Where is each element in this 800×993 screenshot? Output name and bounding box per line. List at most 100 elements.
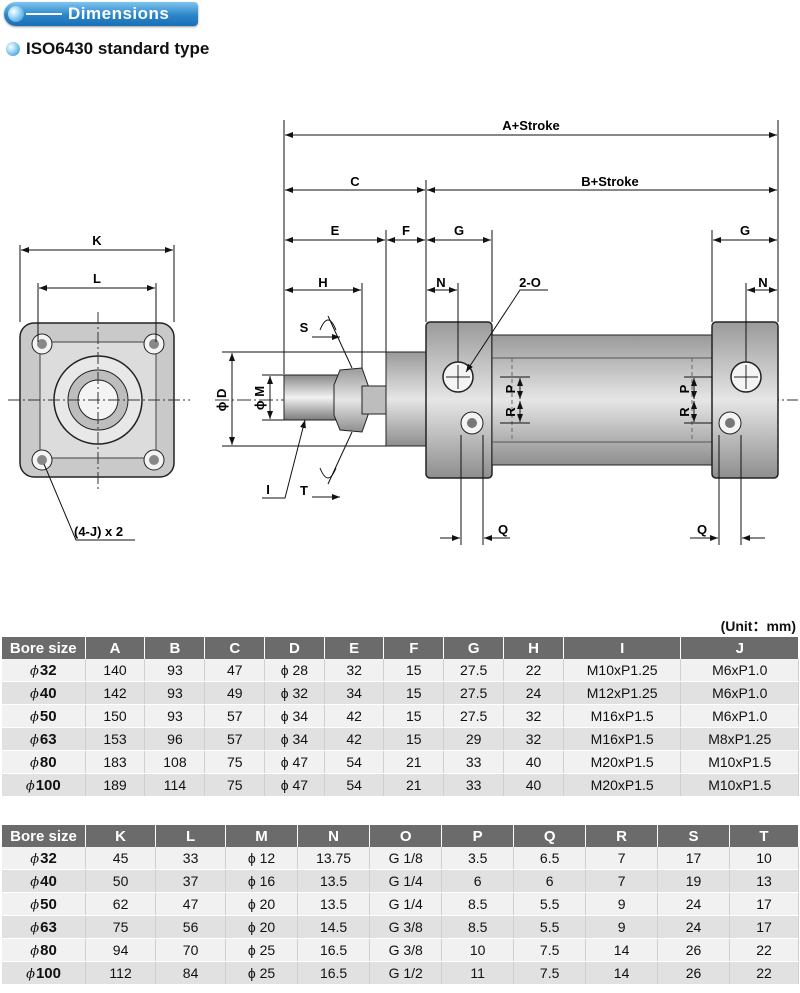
- bore-size-cell: ϕ40: [2, 681, 86, 705]
- table-cell: 96: [144, 727, 206, 751]
- label-r-right: R: [677, 407, 692, 417]
- bullet-icon: [6, 42, 20, 56]
- table-cell: 33: [443, 750, 505, 774]
- table-cell: 14: [585, 938, 659, 962]
- bore-size-cell: ϕ63: [2, 727, 86, 751]
- column-header: O: [369, 825, 443, 847]
- table-cell: 9: [585, 915, 659, 939]
- table-cell: ϕ 25: [225, 961, 298, 985]
- table-cell: 94: [85, 938, 157, 962]
- label-q: Q: [498, 522, 508, 537]
- table-cell: M10xP1.25: [563, 659, 682, 682]
- table-cell: 27.5: [443, 659, 505, 682]
- table-cell: 29: [443, 727, 505, 751]
- table-cell: M6xP1.0: [680, 659, 799, 682]
- section-banner: Dimensions: [4, 2, 198, 26]
- table-cell: 13.5: [297, 892, 371, 916]
- column-header: I: [563, 637, 682, 659]
- table-cell: 24: [657, 915, 730, 939]
- table-cell: 140: [85, 659, 146, 682]
- table-cell: 13: [729, 869, 800, 893]
- column-header: L: [155, 825, 227, 847]
- end-view: [8, 245, 190, 541]
- table-cell: 22: [729, 938, 800, 962]
- label-g: G: [454, 223, 464, 238]
- table-cell: 114: [144, 773, 206, 797]
- table-cell: ϕ 47: [264, 773, 325, 797]
- column-header: H: [503, 637, 564, 659]
- table-cell: G 1/8: [369, 847, 443, 870]
- table-cell: 56: [155, 915, 227, 939]
- table-cell: 75: [204, 773, 266, 797]
- table-cell: 21: [383, 750, 445, 774]
- table-cell: 75: [85, 915, 157, 939]
- label-p-right: P: [677, 384, 692, 393]
- table-cell: 84: [155, 961, 227, 985]
- table-cell: 32: [503, 704, 564, 728]
- label-t: T: [300, 483, 308, 498]
- table-cell: 42: [324, 704, 385, 728]
- table-cell: M16xP1.5: [563, 704, 682, 728]
- bore-size-cell: ϕ32: [2, 659, 86, 682]
- column-header: A: [85, 637, 146, 659]
- label-f: F: [402, 223, 410, 238]
- label-2-o: 2-O: [519, 275, 541, 290]
- banner-line: [26, 13, 62, 15]
- table-cell: 7: [585, 847, 659, 870]
- table-cell: 70: [155, 938, 227, 962]
- bore-size-cell: ϕ50: [2, 704, 86, 728]
- table-cell: 15: [383, 659, 445, 682]
- label-e: E: [331, 223, 340, 238]
- bore-size-cell: ϕ80: [2, 750, 86, 774]
- table-cell: ϕ 16: [225, 869, 298, 893]
- table-cell: 15: [383, 704, 445, 728]
- column-header: D: [264, 637, 325, 659]
- table-cell: ϕ 34: [264, 704, 325, 728]
- table-cell: M12xP1.25: [563, 681, 682, 705]
- table-cell: M10xP1.5: [680, 773, 799, 797]
- table-cell: 10: [729, 847, 800, 870]
- column-header: K: [85, 825, 157, 847]
- table-cell: ϕ 32: [264, 681, 325, 705]
- bore-size-cell: ϕ100: [2, 773, 86, 797]
- table-cell: 54: [324, 750, 385, 774]
- table-cell: G 3/8: [369, 915, 443, 939]
- table-cell: 112: [85, 961, 157, 985]
- table-cell: 42: [324, 727, 385, 751]
- label-m: ϕ M: [252, 386, 267, 410]
- table-cell: 22: [729, 961, 800, 985]
- table-cell: 54: [324, 773, 385, 797]
- column-header: G: [443, 637, 505, 659]
- table-cell: 21: [383, 773, 445, 797]
- table-cell: 24: [503, 681, 564, 705]
- bore-size-cell: ϕ50: [2, 892, 87, 916]
- unit-label: (Unit：mm): [720, 618, 796, 634]
- table-cell: 8.5: [441, 892, 515, 916]
- table-cell: 93: [144, 681, 206, 705]
- table-cell: 33: [155, 847, 227, 870]
- label-r: R: [503, 407, 518, 417]
- table-cell: M16xP1.5: [563, 727, 682, 751]
- table-cell: 47: [155, 892, 227, 916]
- table-cell: 10: [441, 938, 515, 962]
- table-cell: 7.5: [513, 961, 587, 985]
- table-cell: 27.5: [443, 681, 505, 705]
- table-cell: 183: [85, 750, 146, 774]
- label-g-right: G: [740, 223, 750, 238]
- table-cell: ϕ 28: [264, 659, 325, 682]
- label-n: N: [436, 275, 445, 290]
- table-cell: 6: [513, 869, 587, 893]
- bore-size-cell: ϕ32: [2, 847, 87, 870]
- table-cell: 93: [144, 704, 206, 728]
- table-cell: 26: [657, 938, 730, 962]
- column-header: M: [225, 825, 298, 847]
- table-cell: 57: [204, 727, 266, 751]
